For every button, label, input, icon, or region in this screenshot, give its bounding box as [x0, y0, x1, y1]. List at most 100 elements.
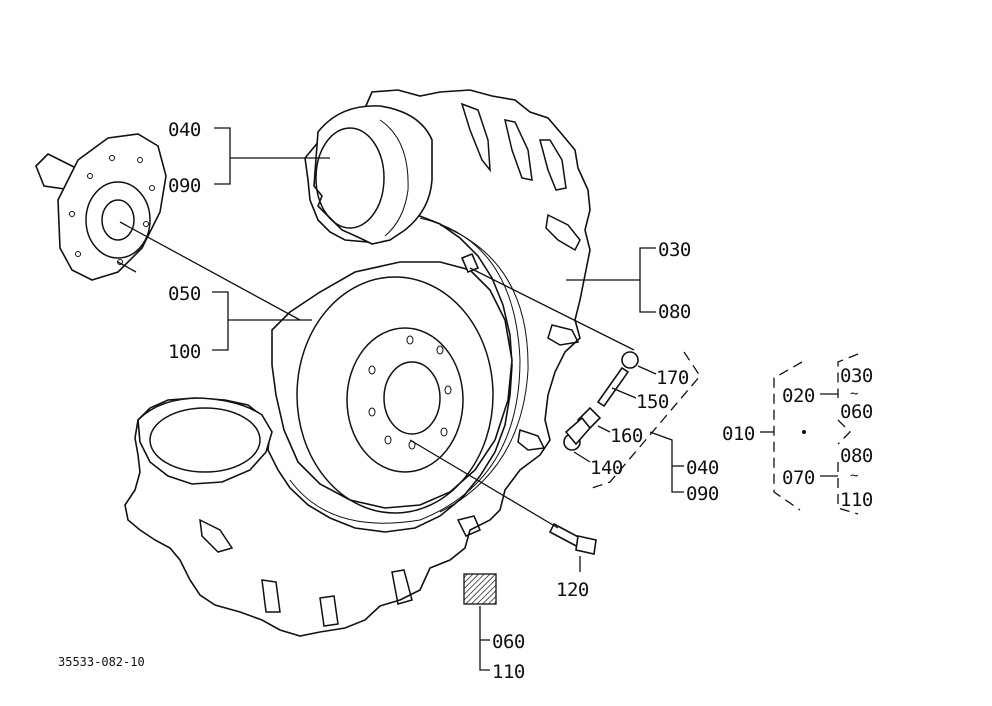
tire-inner-rim-line-2	[439, 224, 529, 513]
rim-bolt-hole	[368, 407, 376, 417]
tire-assembly	[124, 89, 591, 637]
tire-lug-2	[504, 119, 533, 181]
wheel-rim	[271, 252, 513, 514]
rim-valve-stem	[460, 252, 480, 274]
valve-cap-170	[621, 351, 639, 369]
flange-bolt-hole	[87, 173, 93, 179]
callout-070: 070	[782, 467, 815, 489]
flange-center-bore	[101, 199, 135, 241]
tire-lug-9	[319, 595, 339, 627]
tire-lug-11	[199, 518, 234, 553]
leader-bracket-040-090-mid	[649, 431, 684, 493]
tire-lug-6	[517, 429, 546, 451]
group-center-dot	[802, 430, 806, 434]
leader-bracket-050-100	[212, 291, 229, 351]
callout-160: 160	[610, 425, 643, 447]
hub-flange	[35, 133, 167, 281]
rim-inner-ring	[296, 276, 494, 514]
valve-parts	[563, 351, 639, 451]
tube-top-crease	[379, 119, 409, 237]
tire-inner-rim-line	[289, 217, 521, 524]
leader-valve-170	[469, 267, 635, 351]
leader-flange-tick	[117, 261, 137, 273]
flange-plate	[57, 133, 167, 281]
group-brace-middle	[837, 419, 851, 445]
tire-lug-3	[539, 139, 567, 191]
callout-090-top: 090	[168, 175, 201, 197]
callout-030-right: 030	[658, 239, 691, 261]
tire-outline	[124, 89, 591, 637]
callout-090-mid: 090	[686, 483, 719, 505]
rim-bolt-holes	[368, 335, 452, 450]
callout-060-bottom: 060	[492, 631, 525, 653]
callout-060-group: 060	[840, 401, 873, 423]
rim-bolt-hole	[440, 427, 448, 437]
callout-140: 140	[590, 457, 623, 479]
callout-050: 050	[168, 283, 201, 305]
flange-bolt-hole	[137, 157, 143, 163]
rim-center-hole	[383, 361, 441, 435]
leader-bracket-patch	[479, 606, 490, 671]
group-010-brace	[773, 361, 803, 511]
callout-040-top: 040	[168, 119, 201, 141]
rim-bolt-hole	[444, 385, 452, 395]
callout-020: 020	[782, 385, 815, 407]
bolt-head	[575, 535, 597, 555]
flange-bolt-hole	[69, 211, 75, 217]
rim-bolt-hole	[384, 435, 392, 445]
patch-square	[463, 573, 497, 605]
tire-lug-4	[545, 213, 581, 252]
callout-010: 010	[722, 423, 755, 445]
callout-080-right: 080	[658, 301, 691, 323]
leader-160	[597, 425, 611, 433]
leader-hub-to-rim	[119, 221, 301, 321]
callout-120: 120	[556, 579, 589, 601]
valve-core-150	[596, 366, 630, 408]
tire-lug-7	[456, 515, 481, 537]
flange-bolt-hole	[75, 251, 81, 257]
tube-top-outline	[313, 105, 433, 245]
flange-bolt-holes	[69, 155, 155, 265]
rim-center-disc	[346, 327, 464, 473]
callout-110-bottom: 110	[492, 661, 525, 683]
rim-bolt-hole	[406, 335, 414, 345]
flange-bolt-hole	[117, 259, 123, 265]
leader-140	[573, 451, 591, 463]
tire-lug-1	[460, 102, 491, 173]
tube-bottom-opening	[149, 407, 261, 473]
callout-150: 150	[636, 391, 669, 413]
leader-150	[611, 387, 637, 399]
tilde-separator-upper: ~	[850, 386, 858, 402]
tire-lug-5	[547, 324, 580, 346]
leader-170	[637, 365, 657, 375]
callout-110-group: 110	[840, 489, 873, 511]
leader-bracket-040-090-top	[214, 127, 231, 185]
leader-rim-to-bolt	[409, 439, 559, 529]
valve-group-dashed-boundary	[591, 351, 701, 489]
leader-bracket-030-080-right	[639, 247, 656, 313]
flange-bolt-hole	[109, 155, 115, 161]
leader-lines	[117, 127, 701, 671]
callout-040-mid: 040	[686, 457, 719, 479]
tilde-separator-lower: ~	[850, 468, 858, 484]
rim-bolt-hole	[368, 365, 376, 375]
tire-lug-10	[261, 579, 281, 613]
repair-patch	[463, 573, 497, 605]
rim-bolt-hole	[436, 345, 444, 355]
tube-bottom-outline	[137, 397, 273, 485]
rim-outer-flange	[271, 261, 513, 509]
callout-100: 100	[168, 341, 201, 363]
tube-section-bottom	[137, 397, 273, 485]
tube-top-opening	[315, 127, 385, 229]
document-number: 35533-082-10	[58, 655, 145, 669]
tube-section-top	[313, 105, 433, 245]
flange-center-boss	[85, 181, 151, 259]
group-020-brace-top	[837, 353, 859, 398]
valve-body-140	[564, 416, 592, 446]
callout-labels: 040 090 050 100 030 080 170 150 160 140 …	[58, 119, 873, 683]
flange-bolt-hole	[143, 221, 149, 227]
callout-170: 170	[656, 367, 689, 389]
callout-080-group: 080	[840, 445, 873, 467]
